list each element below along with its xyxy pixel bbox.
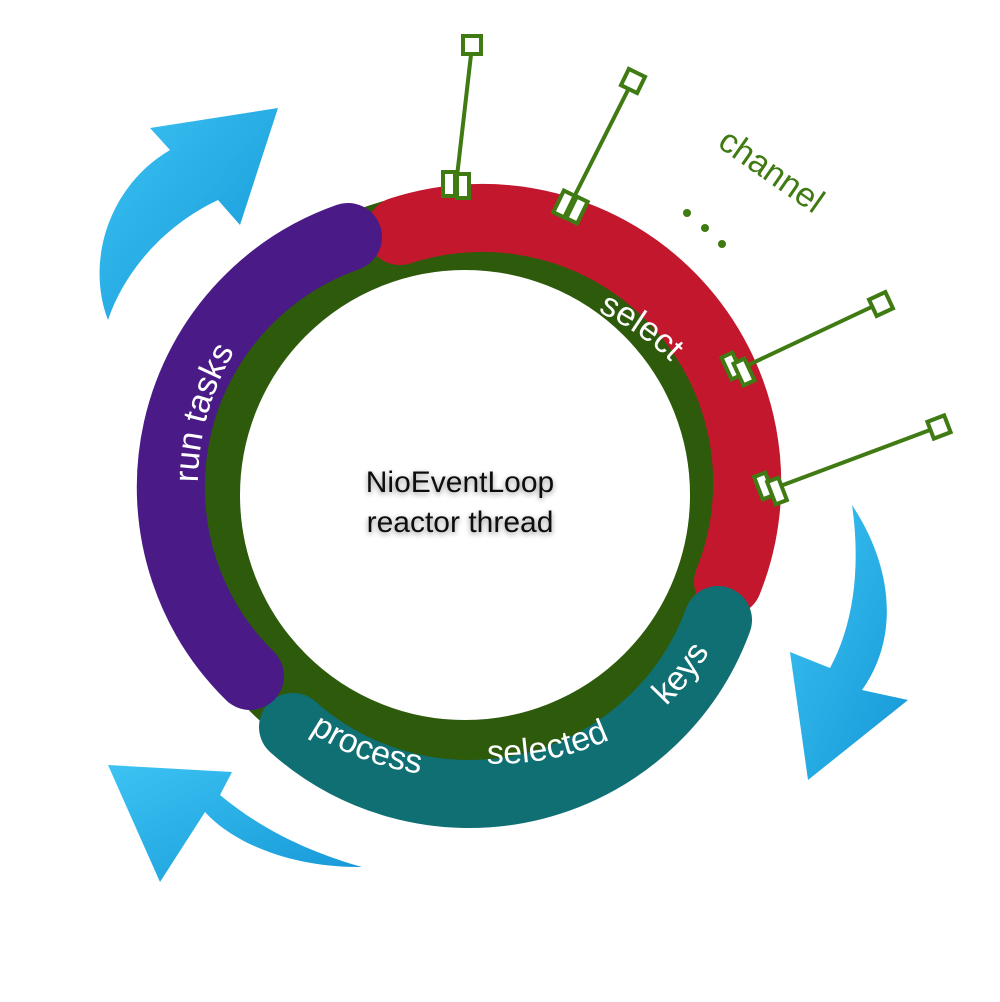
top-left-arrow-icon — [99, 108, 278, 320]
channel-connector-icon — [751, 412, 954, 507]
channel-connector-icon — [550, 66, 648, 227]
channel-label: channel — [712, 121, 831, 220]
right-arrow-icon — [790, 505, 908, 780]
channel-connector-icon — [718, 289, 896, 389]
loop-center — [242, 272, 688, 718]
center-title: NioEventLoop — [366, 466, 554, 499]
bottom-left-arrow-icon — [108, 765, 362, 882]
process-selected-keys-segment — [259, 586, 752, 828]
channel-connector-icon — [441, 34, 483, 200]
run-tasks-segment — [136, 203, 382, 710]
channel-connectors — [441, 34, 954, 507]
select-segment — [366, 183, 782, 616]
center-subtitle: reactor thread — [367, 506, 554, 539]
ellipsis-icon — [683, 209, 726, 248]
